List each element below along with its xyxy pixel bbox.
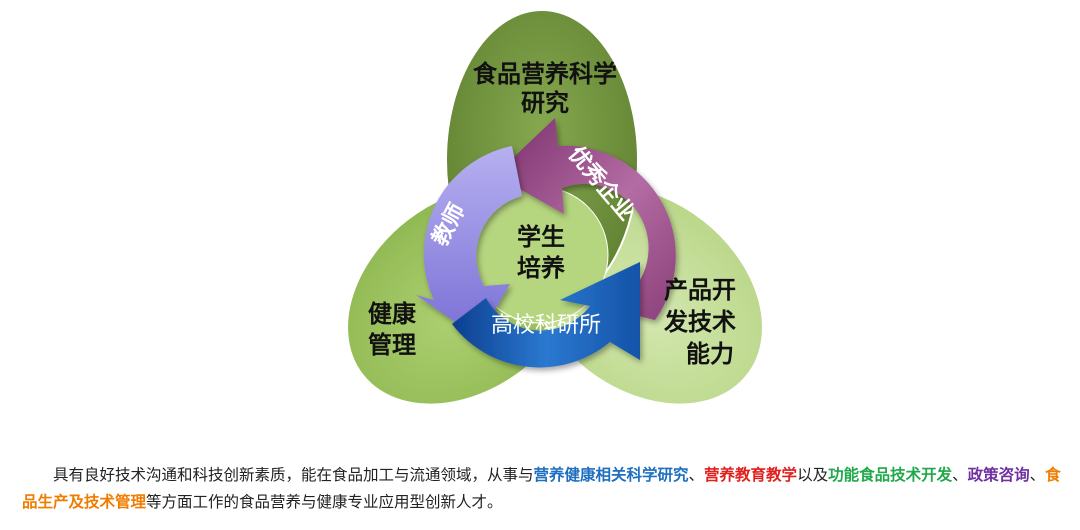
- desc-separator: 、: [952, 466, 968, 484]
- arrow-enterprise: [495, 118, 676, 320]
- label-nutrition-research-line1: 食品营养科学: [473, 60, 617, 88]
- desc-highlight-policy: 政策咨询: [967, 466, 1030, 484]
- description-paragraph: 具有良好技术沟通和科技创新素质，能在食品加工与流通领域，从事与营养健康相关科学研…: [22, 462, 1062, 516]
- label-product-development-line3: 能力: [686, 340, 734, 368]
- label-student-training-line2: 培养: [517, 254, 565, 282]
- desc-separator: 、: [1029, 466, 1046, 484]
- label-student-training-line1: 学生: [517, 223, 565, 251]
- desc-highlight-research: 营养健康相关科学研究: [533, 466, 689, 484]
- label-institute: 高校科研所: [491, 313, 601, 338]
- arrow-teacher: [416, 146, 522, 338]
- desc-connector: 以及: [797, 466, 829, 484]
- desc-highlight-production: 食品生产及技术管理: [22, 466, 1061, 511]
- desc-closing-text: 等方面工作的食品营养与健康专业应用型创新人才。: [146, 493, 503, 511]
- desc-highlight-functional-food: 功能食品技术开发: [828, 466, 953, 484]
- label-health-management-line1: 健康: [368, 300, 417, 328]
- label-nutrition-research-line2: 研究: [521, 89, 569, 117]
- desc-intro-text: 具有良好技术沟通和科技创新素质，能在食品加工与流通领域，从事与: [53, 466, 534, 484]
- desc-separator: 、: [688, 466, 705, 484]
- label-product-development-line1: 产品开: [664, 276, 736, 304]
- three-petal-diagram: 食品营养科学 研究 健康 管理 产品开 发技术 能力 学生 培养 优秀企业 教师…: [346, 9, 764, 406]
- arrow-institute: [452, 262, 640, 368]
- label-product-development-line2: 发技术: [663, 308, 736, 336]
- desc-highlight-education: 营养教育教学: [704, 466, 798, 484]
- label-health-management-line2: 管理: [368, 331, 416, 359]
